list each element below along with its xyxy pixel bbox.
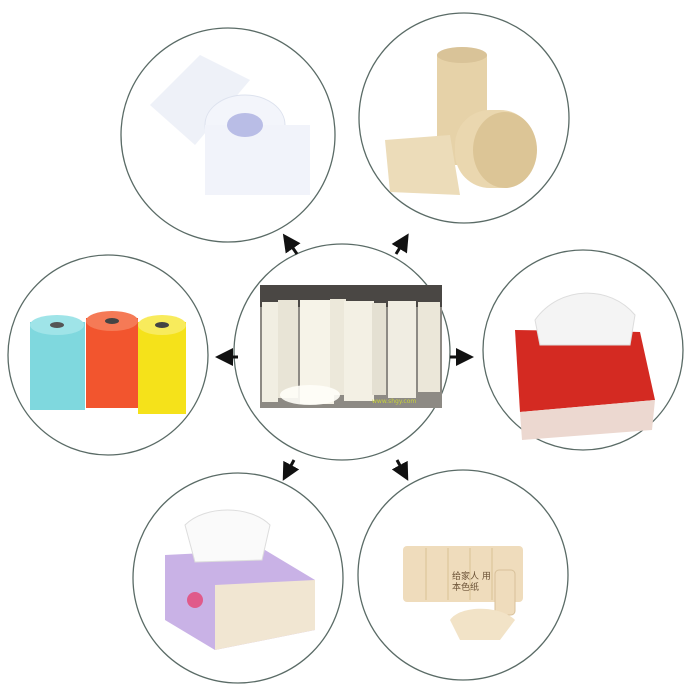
arrow-to-bamboo-roll — [391, 233, 409, 255]
arrow-to-jumbo-roll — [282, 233, 301, 255]
product-circle-bamboo-toilet-roll — [358, 12, 570, 224]
parent-rolls-image — [260, 285, 442, 408]
arrow-to-toilet-roll-pack — [391, 459, 409, 481]
product-circle-toilet-roll-pack — [357, 469, 569, 681]
center-watermark: www.shgy.com — [372, 398, 417, 405]
product-circle-kitchen-towel-rolls — [7, 254, 209, 456]
product-circle-soft-pack-facial-tissue — [132, 472, 344, 684]
package-text: 给家人 用本色纸 — [452, 572, 491, 593]
center-circle — [233, 243, 451, 461]
arrow-to-soft-pack — [282, 459, 300, 481]
product-circle-jumbo-roll — [120, 27, 336, 243]
arrows — [215, 233, 474, 481]
product-circle-box-facial-tissue — [482, 249, 684, 451]
